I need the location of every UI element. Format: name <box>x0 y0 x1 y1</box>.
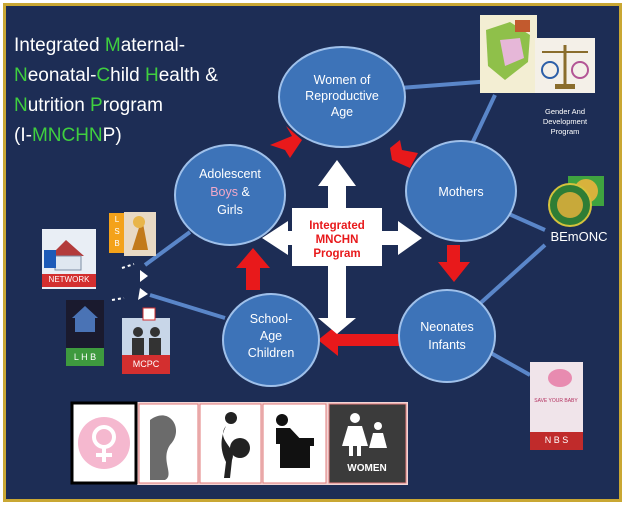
mcpc-label: MCPC <box>132 359 160 369</box>
mcpc-image <box>122 307 170 374</box>
neonates-label-2: Infants <box>428 338 466 352</box>
women-label-2: Reproductive <box>305 89 379 103</box>
mothers-label: Mothers <box>438 185 483 199</box>
bubble-school <box>222 293 320 387</box>
nbs-label: N B S <box>544 435 569 445</box>
bemonc-label: BEmONC <box>550 229 608 244</box>
adolescent-label-2: Boys & <box>210 185 250 199</box>
connector-lsb-adolescent <box>143 230 192 267</box>
connector-gad-mothers <box>468 94 497 149</box>
bubble-adolescent <box>174 144 286 246</box>
network-image <box>42 229 96 289</box>
center-cross-arrow <box>262 160 422 334</box>
arrow-mothers-to-neonates <box>438 245 470 282</box>
title-line-3: Nutrition Program <box>14 95 163 116</box>
arrow-women-to-mothers <box>390 140 418 168</box>
adolescent-label-3: Girls <box>217 203 243 217</box>
gad-label: Gender And Development Program <box>542 107 588 136</box>
connector-lhb-school <box>149 293 226 320</box>
small-arrows <box>138 270 148 300</box>
arrow-adolescent-to-women <box>270 126 302 158</box>
women-sign-label: WOMEN <box>347 463 386 474</box>
bottom-image-strip: WOMEN <box>70 401 408 485</box>
nbs-card-text: SAVE YOUR BABY <box>534 398 578 404</box>
women-label-1: Women of <box>314 73 371 87</box>
lsb-label: L S B <box>114 215 120 248</box>
lhb-image <box>66 300 104 366</box>
nbs-card: SAVE YOUR BABY <box>530 362 583 450</box>
center-label-2: MNCHN <box>316 234 359 246</box>
connector-bemonc-neonates <box>473 243 547 310</box>
bubble-women <box>278 46 406 148</box>
school-label-2: Age <box>260 329 282 343</box>
center-label-3: Program <box>313 248 360 260</box>
title-line-2: Neonatal-Child Health & <box>14 65 218 86</box>
school-label-3: Children <box>248 346 295 360</box>
bubble-mothers <box>405 140 517 242</box>
lsb-connector-1 <box>121 263 135 269</box>
title-line-1: Integrated Maternal- <box>14 35 186 56</box>
neonates-label-1: Neonates <box>420 320 474 334</box>
network-label: NETWORK <box>48 275 90 284</box>
lhb-connector <box>111 297 125 301</box>
women-label-3: Age <box>331 105 353 119</box>
bemonc-logos <box>548 176 604 227</box>
lhb-label: L H B <box>73 352 97 362</box>
gad-logo <box>480 15 595 93</box>
lsb-image <box>109 212 156 256</box>
title-line-4: (I-MNCHNP) <box>14 125 122 146</box>
arrow-neonates-to-school <box>318 324 400 356</box>
school-label-1: School- <box>250 312 292 326</box>
bubble-neonates <box>398 289 496 383</box>
arrow-school-to-adolescent <box>236 248 270 290</box>
adolescent-label-1: Adolescent <box>199 167 261 181</box>
center-label-1: Integrated <box>309 220 365 232</box>
